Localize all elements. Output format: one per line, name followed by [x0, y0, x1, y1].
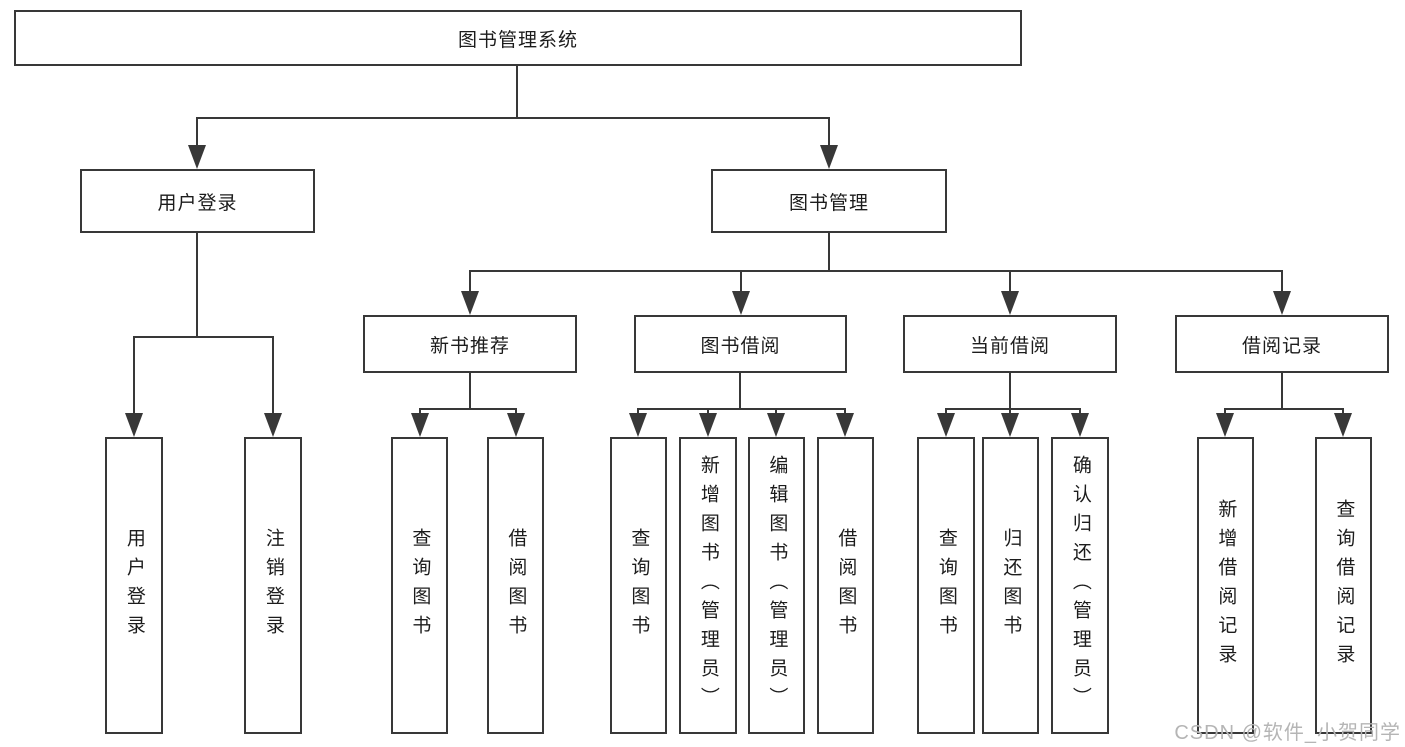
- connector-hline: [419, 408, 517, 410]
- arrow-down-icon: [937, 413, 955, 437]
- connector-vline: [1009, 408, 1011, 416]
- arrow-down-icon: [699, 413, 717, 437]
- connector-hline: [637, 408, 846, 410]
- arrow-down-icon: [767, 413, 785, 437]
- node-book-borrow: 图书借阅: [634, 315, 847, 373]
- connector-vline: [775, 408, 777, 416]
- arrow-down-icon: [629, 413, 647, 437]
- connector-hline: [196, 117, 830, 119]
- leaf-borrow-books-label: 借阅图书: [835, 527, 857, 644]
- connector-vline: [828, 117, 830, 147]
- connector-vline: [637, 408, 639, 416]
- leaf-return-book: 归还图书: [982, 437, 1039, 734]
- node-current-borrow-label: 当前借阅: [969, 335, 1050, 357]
- leaf-query-books-current: 查询图书: [917, 437, 975, 734]
- connector-vline: [1281, 373, 1283, 408]
- node-borrow-records: 借阅记录: [1175, 315, 1389, 373]
- node-root-label: 图书管理系统: [457, 29, 578, 51]
- node-borrow-records-label: 借阅记录: [1241, 335, 1322, 357]
- arrow-down-icon: [836, 413, 854, 437]
- leaf-logout: 注销登录: [244, 437, 302, 734]
- connector-vline: [1281, 270, 1283, 294]
- connector-vline: [469, 270, 471, 294]
- arrow-down-icon: [1071, 413, 1089, 437]
- node-book-borrow-label: 图书借阅: [700, 335, 781, 357]
- leaf-add-borrow-record-label: 新增借阅记录: [1215, 498, 1237, 673]
- arrow-down-icon: [732, 291, 750, 315]
- connector-vline: [419, 408, 421, 416]
- leaf-query-books-borrow-label: 查询图书: [628, 527, 650, 644]
- node-new-book-recommend: 新书推荐: [363, 315, 577, 373]
- arrow-down-icon: [125, 413, 143, 437]
- node-user-login-label: 用户登录: [157, 192, 238, 214]
- connector-vline: [196, 233, 198, 336]
- connector-vline: [196, 117, 198, 147]
- arrow-down-icon: [264, 413, 282, 437]
- leaf-edit-book-admin-label: 编辑图书（管理员）: [766, 455, 788, 716]
- leaf-query-borrow-record-label: 查询借阅记录: [1333, 498, 1355, 673]
- connector-vline: [1009, 373, 1011, 408]
- connector-vline: [1009, 270, 1011, 294]
- arrow-down-icon: [507, 413, 525, 437]
- node-root-system: 图书管理系统: [14, 10, 1022, 66]
- leaf-user-login: 用户登录: [105, 437, 163, 734]
- node-current-borrow: 当前借阅: [903, 315, 1117, 373]
- connector-vline: [272, 336, 274, 416]
- leaf-query-books-recommend-label: 查询图书: [409, 527, 431, 644]
- arrow-down-icon: [1216, 413, 1234, 437]
- watermark: CSDN @软件_小贺同学: [1174, 722, 1401, 744]
- leaf-user-login-label: 用户登录: [123, 527, 145, 644]
- node-user-login: 用户登录: [80, 169, 315, 233]
- connector-vline: [707, 408, 709, 416]
- connector-vline: [740, 270, 742, 294]
- connector-hline: [133, 336, 274, 338]
- arrow-down-icon: [188, 145, 206, 169]
- arrow-down-icon: [820, 145, 838, 169]
- connector-vline: [844, 408, 846, 416]
- connector-hline: [1224, 408, 1344, 410]
- leaf-query-books-borrow: 查询图书: [610, 437, 667, 734]
- connector-vline: [515, 408, 517, 416]
- leaf-borrow-books-recommend: 借阅图书: [487, 437, 544, 734]
- leaf-confirm-return-admin: 确认归还（管理员）: [1051, 437, 1109, 734]
- node-new-book-recommend-label: 新书推荐: [429, 335, 510, 357]
- leaf-query-borrow-record: 查询借阅记录: [1315, 437, 1372, 734]
- arrow-down-icon: [1334, 413, 1352, 437]
- leaf-edit-book-admin: 编辑图书（管理员）: [748, 437, 805, 734]
- leaf-query-books-current-label: 查询图书: [935, 527, 957, 644]
- arrow-down-icon: [411, 413, 429, 437]
- connector-vline: [133, 336, 135, 416]
- leaf-add-book-admin-label: 新增图书（管理员）: [697, 455, 719, 716]
- leaf-add-book-admin: 新增图书（管理员）: [679, 437, 737, 734]
- connector-vline: [516, 66, 518, 117]
- leaf-borrow-books-recommend-label: 借阅图书: [505, 527, 527, 644]
- arrow-down-icon: [1001, 291, 1019, 315]
- leaf-borrow-books: 借阅图书: [817, 437, 874, 734]
- leaf-confirm-return-admin-label: 确认归还（管理员）: [1069, 455, 1091, 716]
- connector-vline: [945, 408, 947, 416]
- arrow-down-icon: [1273, 291, 1291, 315]
- connector-hline: [945, 408, 1081, 410]
- leaf-return-book-label: 归还图书: [1000, 527, 1022, 644]
- leaf-logout-label: 注销登录: [262, 527, 284, 644]
- connector-vline: [469, 373, 471, 408]
- connector-vline: [739, 373, 741, 408]
- leaf-add-borrow-record: 新增借阅记录: [1197, 437, 1254, 734]
- connector-hline: [469, 270, 1283, 272]
- connector-vline: [828, 233, 830, 270]
- connector-vline: [1342, 408, 1344, 416]
- arrow-down-icon: [1001, 413, 1019, 437]
- connector-vline: [1079, 408, 1081, 416]
- leaf-query-books-recommend: 查询图书: [391, 437, 448, 734]
- arrow-down-icon: [461, 291, 479, 315]
- node-book-management: 图书管理: [711, 169, 947, 233]
- connector-vline: [1224, 408, 1226, 416]
- node-book-management-label: 图书管理: [788, 192, 869, 214]
